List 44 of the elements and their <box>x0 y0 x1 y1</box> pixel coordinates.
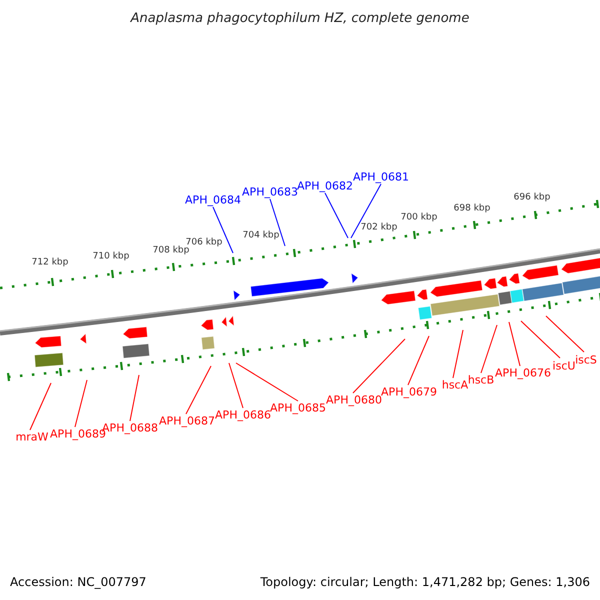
leader-line <box>408 336 430 386</box>
gene-label: APH_0687 <box>159 416 215 426</box>
leader-line <box>270 198 286 246</box>
scale-label: 702 kbp <box>360 224 398 232</box>
gene-label: APH_0676 <box>495 368 551 378</box>
leader-line <box>228 362 244 408</box>
scale-label: 700 kbp <box>400 214 438 222</box>
gene-label: iscS <box>575 354 597 366</box>
gene-label: APH_0685 <box>270 402 326 414</box>
leader-line <box>324 192 348 238</box>
genome-info-text: Topology: circular; Length: 1,471,282 bp; Genes: 1,306 <box>260 576 590 588</box>
gene-label: APH_0684 <box>185 194 241 206</box>
leader-line <box>30 382 52 430</box>
leader-line <box>452 330 464 378</box>
gene-label: APH_0682 <box>297 180 353 192</box>
scale-label: 704 kbp <box>242 232 280 240</box>
leader-line <box>236 362 298 402</box>
leader-line <box>520 320 560 358</box>
scale-label: 712 kbp <box>32 258 68 268</box>
gene-label: iscU <box>552 360 576 372</box>
gene-label: APH_0679 <box>381 386 437 398</box>
leader-line <box>546 316 584 352</box>
scale-label: 708 kbp <box>152 246 190 256</box>
scale-label: 710 kbp <box>92 252 130 262</box>
accession-text: Accession: NC_007797 <box>10 576 146 588</box>
gene-label: APH_0680 <box>326 394 382 406</box>
gene-label: APH_0683 <box>242 186 298 198</box>
scale-label: 706 kbp <box>186 238 222 248</box>
gene-label: APH_0686 <box>215 410 271 420</box>
leader-line <box>508 322 520 366</box>
leader-line <box>130 374 140 422</box>
gene-label: APH_0681 <box>353 172 409 182</box>
leader-line <box>74 380 88 428</box>
gene-label: hscB <box>468 374 494 386</box>
leader-line <box>350 184 382 238</box>
scale-label: 698 kbp <box>454 204 490 214</box>
leader-line <box>186 366 212 414</box>
gene-label: hscA <box>442 380 468 390</box>
title: Anaplasma phagocytophilum HZ, complete genome <box>130 12 470 25</box>
scale-label: 696 kbp <box>514 194 550 202</box>
leader-line <box>212 206 234 254</box>
leader-line <box>480 324 498 374</box>
leader-line <box>352 338 406 394</box>
gene-label: mraW <box>16 432 48 442</box>
